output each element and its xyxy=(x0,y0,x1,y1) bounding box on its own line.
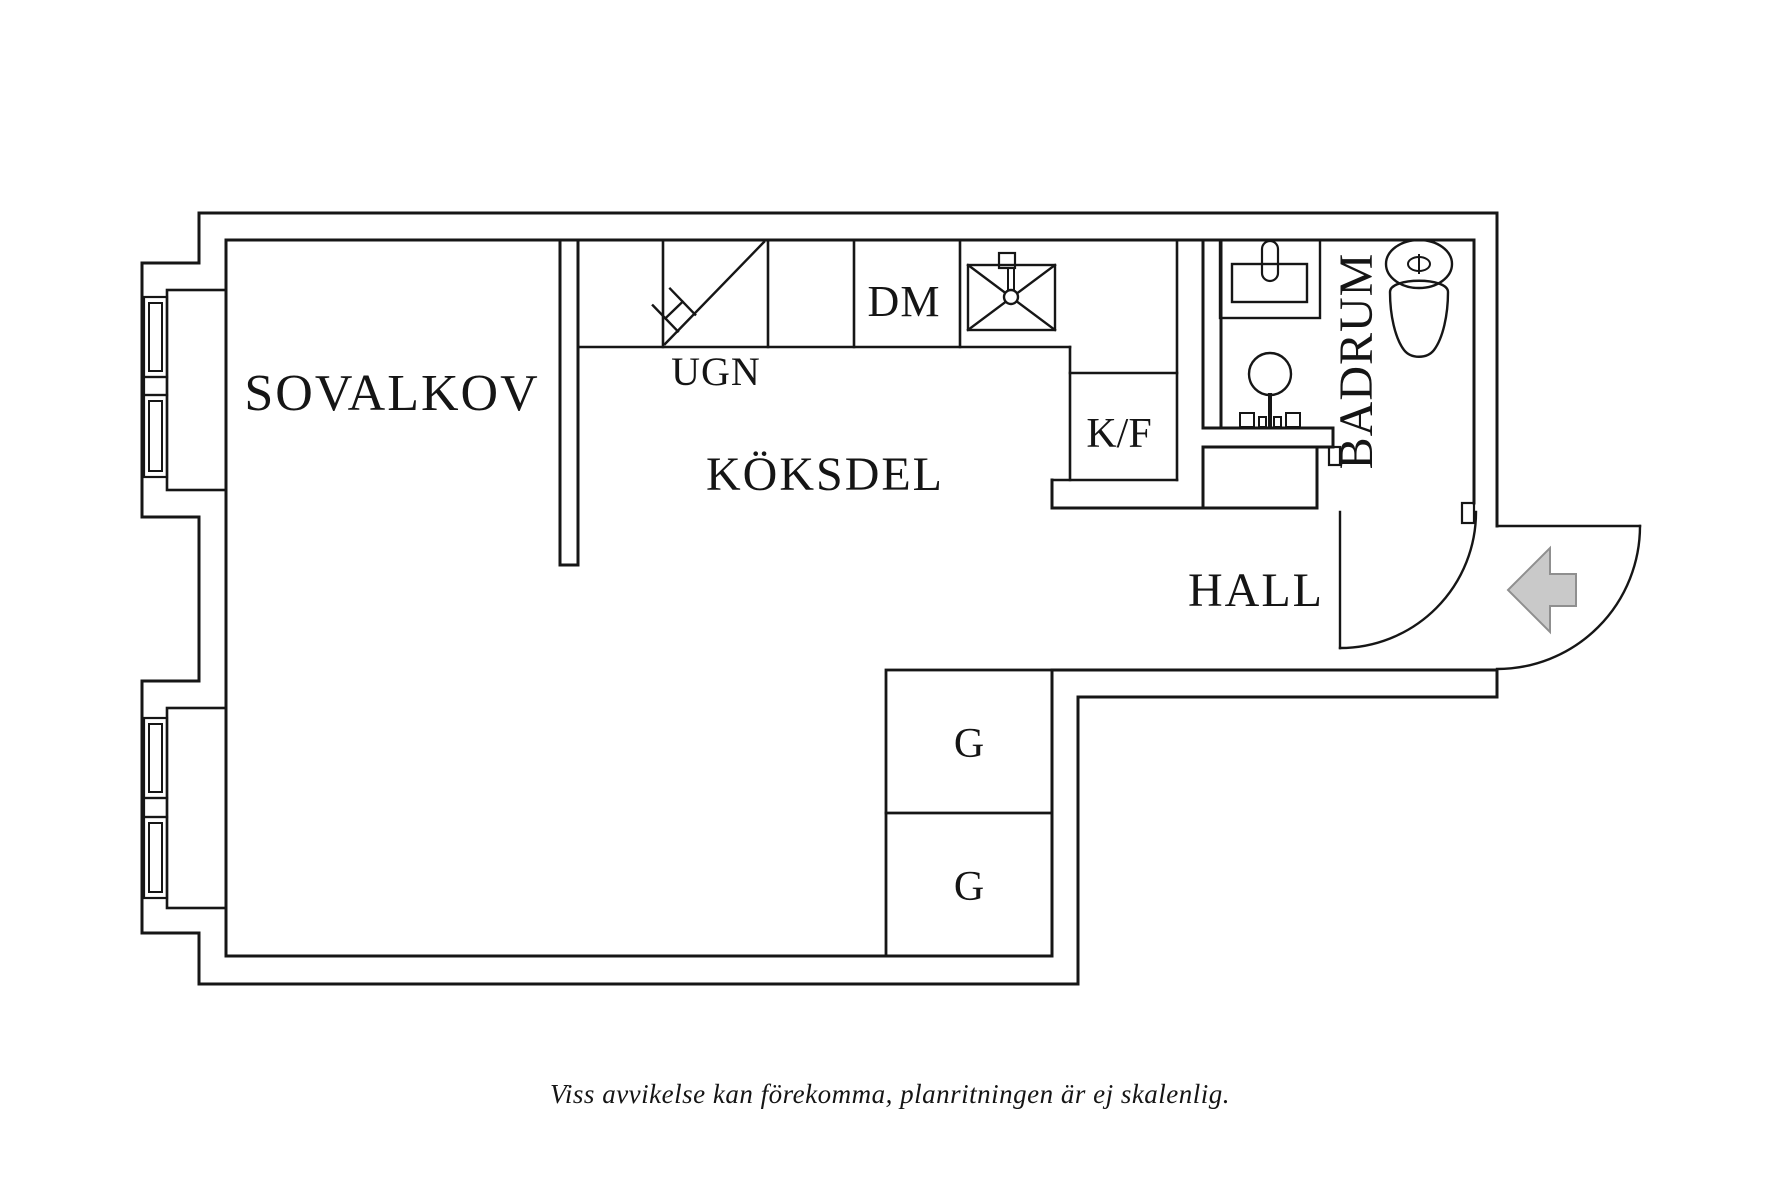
disclaimer-text: Viss avvikelse kan förekomma, planritnin… xyxy=(550,1079,1230,1109)
room-label-koksdel: KÖKSDEL xyxy=(706,448,944,501)
mixer-valve xyxy=(1258,416,1267,428)
window-bay-lower xyxy=(142,706,228,910)
window-bay-upper xyxy=(142,288,228,492)
window-niche xyxy=(165,288,228,492)
entrance-door xyxy=(1495,524,1642,671)
window-niche xyxy=(165,706,228,910)
window-glass xyxy=(148,400,163,472)
entrance-door-arc xyxy=(1495,524,1642,671)
window-icon xyxy=(142,295,169,479)
window-icon xyxy=(142,716,169,900)
sink-faucet-stem xyxy=(1007,267,1015,293)
shower-mixer-icon xyxy=(1239,351,1301,428)
toilet-icon xyxy=(1384,238,1454,358)
window-sash xyxy=(142,815,169,900)
bathroom-door-arc xyxy=(1338,510,1478,650)
wardrobe-cabinets xyxy=(884,668,1054,958)
fixture-label-fridge-freezer: K/F xyxy=(1086,411,1151,457)
bathroom-door-jamb xyxy=(1327,445,1342,467)
stove-diagonal xyxy=(663,240,766,346)
entry-arrow-icon xyxy=(1506,545,1577,635)
fixture-label-oven: UGN xyxy=(671,349,761,394)
window-sash xyxy=(142,295,169,379)
toilet-bowl xyxy=(1388,279,1450,358)
fixture-label-wardrobe-bottom: G xyxy=(954,864,984,910)
washbasin-counter xyxy=(1218,238,1322,320)
room-label-hall: HALL xyxy=(1188,564,1324,617)
mixer-valve xyxy=(1273,416,1282,428)
window-glass xyxy=(148,822,163,893)
fixture-label-dishwasher: DM xyxy=(868,277,941,326)
mixer-valve xyxy=(1285,412,1301,428)
stove-h-mark xyxy=(651,287,697,333)
washbasin-icon xyxy=(1218,238,1322,320)
room-label-badrum: BADRUM xyxy=(1330,253,1383,470)
window-sash xyxy=(142,716,169,800)
stove-burner-icon xyxy=(651,240,766,346)
washbasin-bowl xyxy=(1230,262,1309,304)
bathroom-door xyxy=(1338,510,1478,650)
hall-top-wall-block xyxy=(1201,445,1319,510)
window-mullion xyxy=(142,796,169,819)
mixer-dial xyxy=(1247,351,1293,397)
entrance-door-jamb xyxy=(1460,501,1476,525)
mixer-valve xyxy=(1239,412,1255,428)
washbasin-faucet xyxy=(1260,239,1280,283)
alcove-partition-wall xyxy=(558,238,580,567)
window-sash xyxy=(142,393,169,479)
kitchen-sink-icon xyxy=(966,251,1057,332)
outer-wall-outline xyxy=(140,211,1499,986)
window-glass xyxy=(148,302,163,372)
fixture-label-wardrobe-top: G xyxy=(954,721,984,767)
sink-drain xyxy=(1002,288,1020,306)
toilet-cistern xyxy=(1384,238,1454,290)
kitchen-counter xyxy=(576,238,1179,482)
window-mullion xyxy=(142,375,169,397)
window-glass xyxy=(148,723,163,793)
room-label-sovalkov: SOVALKOV xyxy=(244,365,539,422)
sink-basin xyxy=(966,263,1057,332)
